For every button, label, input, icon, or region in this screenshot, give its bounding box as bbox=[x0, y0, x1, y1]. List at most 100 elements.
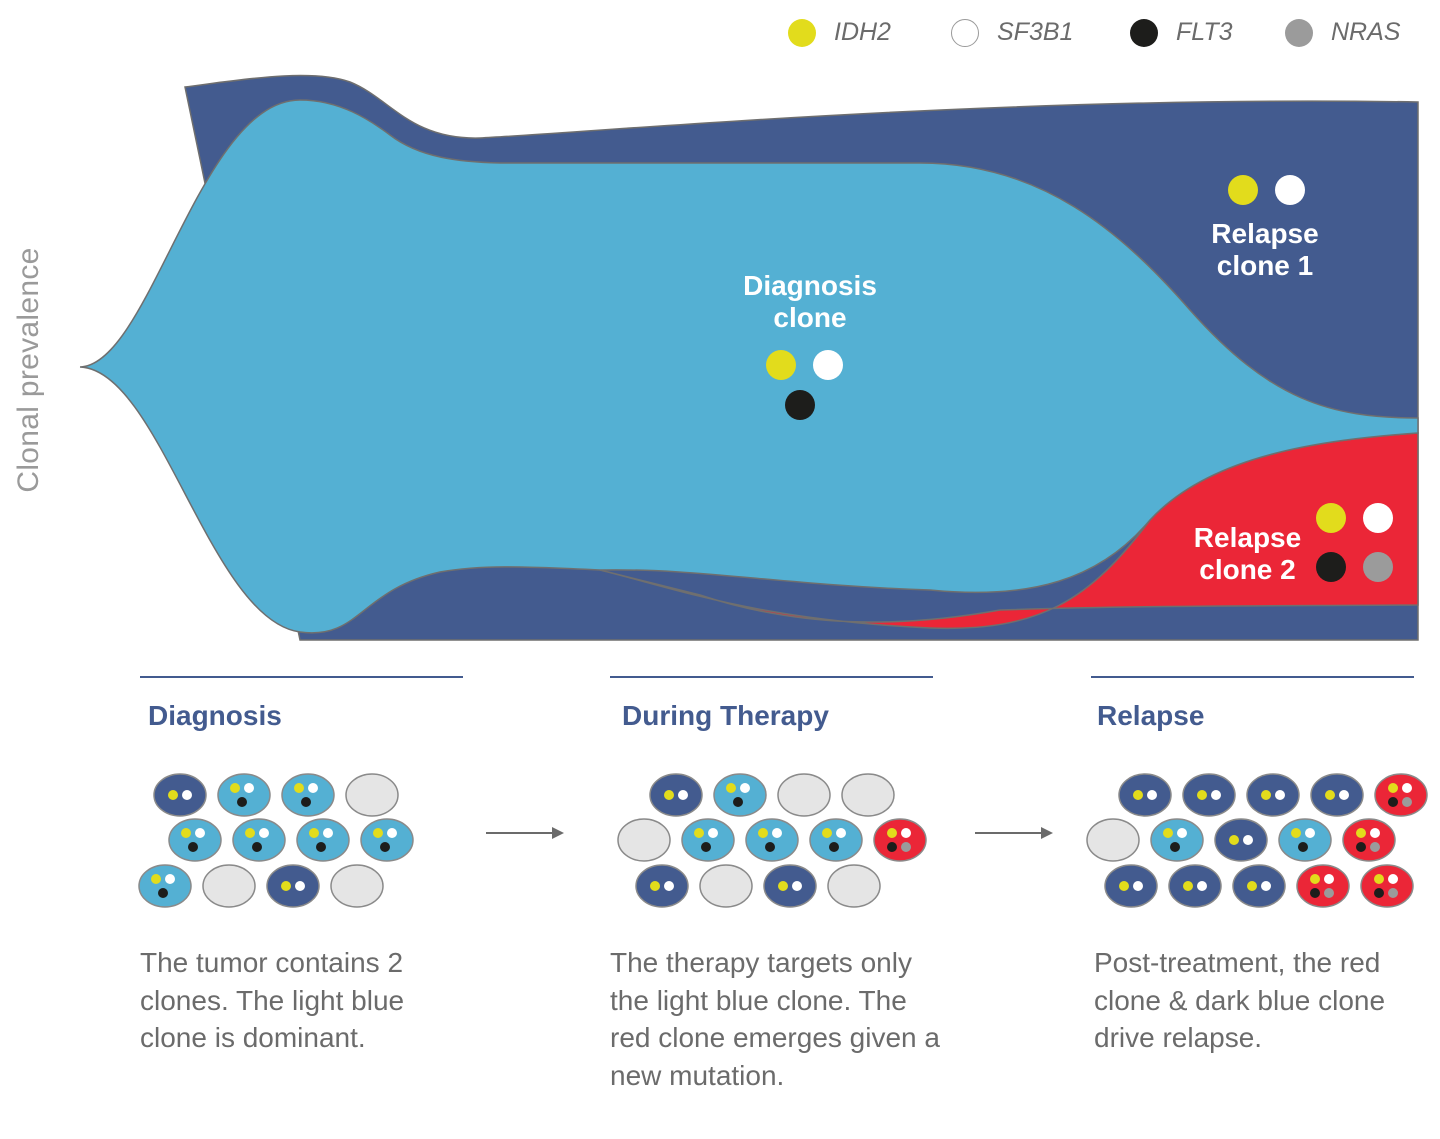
mutation-dot bbox=[244, 783, 254, 793]
dark-blue-cell bbox=[1182, 773, 1236, 817]
mutation-dot bbox=[1163, 828, 1173, 838]
sf3b1-mutation-icon bbox=[1275, 175, 1305, 205]
legend-label: FLT3 bbox=[1176, 18, 1233, 46]
mutation-dot bbox=[1370, 842, 1380, 852]
normal-cell bbox=[330, 864, 384, 908]
mutation-dot bbox=[1324, 874, 1334, 884]
mutation-dot bbox=[1211, 790, 1221, 800]
dark-blue-cell bbox=[1104, 864, 1158, 908]
dark-blue-cell bbox=[266, 864, 320, 908]
stage-description: The tumor contains 2 clones. The light b… bbox=[140, 947, 405, 1053]
arrow-icon bbox=[975, 827, 1053, 839]
mutation-dot bbox=[1388, 874, 1398, 884]
legend-label: SF3B1 bbox=[997, 18, 1074, 46]
red-cell bbox=[1296, 864, 1350, 908]
mutation-dot bbox=[792, 881, 802, 891]
mutation-dot bbox=[1243, 835, 1253, 845]
normal-cell bbox=[202, 864, 256, 908]
mutation-dot bbox=[387, 828, 397, 838]
diagnosis-clone-area bbox=[79, 99, 1419, 634]
black-circle-icon bbox=[1130, 19, 1158, 47]
red-cell bbox=[1374, 773, 1428, 817]
light-blue-cell bbox=[681, 818, 735, 862]
panel-divider bbox=[610, 676, 933, 678]
diagnosis-clone-label: Diagnosis clone bbox=[710, 270, 910, 334]
mutation-dot bbox=[1177, 828, 1187, 838]
normal-cell bbox=[1086, 818, 1140, 862]
flt3-mutation-icon bbox=[785, 390, 815, 420]
mutation-dot bbox=[1356, 828, 1366, 838]
mutation-dot bbox=[1275, 790, 1285, 800]
mutation-dot bbox=[758, 828, 768, 838]
panel-divider bbox=[1091, 676, 1414, 678]
dark-blue-cell bbox=[1246, 773, 1300, 817]
idh2-mutation-icon bbox=[1316, 503, 1346, 533]
mutation-dot bbox=[733, 797, 743, 807]
clone-label-line: Relapse bbox=[1211, 218, 1319, 249]
stage-description: The therapy targets only the light blue … bbox=[610, 947, 940, 1091]
dark-blue-cell bbox=[1118, 773, 1172, 817]
red-cell bbox=[1360, 864, 1414, 908]
mutation-dot bbox=[1197, 790, 1207, 800]
mutation-dot bbox=[1170, 842, 1180, 852]
mutation-dot bbox=[726, 783, 736, 793]
mutation-dot bbox=[822, 828, 832, 838]
dark-blue-cell bbox=[763, 864, 817, 908]
mutation-dot bbox=[650, 881, 660, 891]
mutation-dot bbox=[901, 842, 911, 852]
mutation-dot bbox=[701, 842, 711, 852]
light-blue-cell bbox=[713, 773, 767, 817]
yellow-circle-icon bbox=[788, 19, 816, 47]
legend-label: IDH2 bbox=[834, 18, 891, 46]
mutation-dot bbox=[836, 828, 846, 838]
mutation-dot bbox=[295, 881, 305, 891]
stage-title: During Therapy bbox=[622, 700, 829, 731]
y-axis-label: Clonal prevalence bbox=[12, 247, 45, 493]
mutation-dot bbox=[281, 881, 291, 891]
light-blue-cell bbox=[809, 818, 863, 862]
mutation-dot bbox=[664, 790, 674, 800]
mutation-dot bbox=[887, 842, 897, 852]
mutation-dot bbox=[309, 828, 319, 838]
mutation-dot bbox=[1133, 881, 1143, 891]
mutation-dot bbox=[373, 828, 383, 838]
panel-divider bbox=[140, 676, 463, 678]
normal-cell bbox=[777, 773, 831, 817]
mutation-dot bbox=[1339, 790, 1349, 800]
clone-label-line: Diagnosis bbox=[743, 270, 877, 301]
sf3b1-mutation-icon bbox=[1363, 503, 1393, 533]
mutation-dot bbox=[237, 797, 247, 807]
dark-blue-cell bbox=[649, 773, 703, 817]
mutation-dot bbox=[901, 828, 911, 838]
mutation-dot bbox=[151, 874, 161, 884]
mutation-dot bbox=[778, 881, 788, 891]
dark-blue-cell bbox=[1232, 864, 1286, 908]
mutation-dot bbox=[1261, 790, 1271, 800]
clone-label-line: clone 2 bbox=[1199, 554, 1296, 585]
mutation-dot bbox=[181, 828, 191, 838]
dark-blue-cell bbox=[153, 773, 207, 817]
mutation-dot bbox=[188, 842, 198, 852]
mutation-dot bbox=[252, 842, 262, 852]
flt3-mutation-icon bbox=[1316, 552, 1346, 582]
light-blue-cell bbox=[296, 818, 350, 862]
relapse-clone-1-label: Relapse clone 1 bbox=[1175, 218, 1355, 282]
arrow-icon bbox=[486, 827, 564, 839]
sf3b1-mutation-icon bbox=[813, 350, 843, 380]
mutation-dot bbox=[230, 783, 240, 793]
mutation-dot bbox=[678, 790, 688, 800]
mutation-dot bbox=[1305, 828, 1315, 838]
mutation-dot bbox=[259, 828, 269, 838]
mutation-dot bbox=[1229, 835, 1239, 845]
mutation-dot bbox=[1291, 828, 1301, 838]
clone-label-line: clone bbox=[773, 302, 847, 333]
dark-blue-cell bbox=[1214, 818, 1268, 862]
normal-cell bbox=[617, 818, 671, 862]
mutation-dot bbox=[168, 790, 178, 800]
relapse-clone-2-label: Relapse clone 2 bbox=[1160, 522, 1335, 586]
light-blue-cell bbox=[217, 773, 271, 817]
light-blue-cell bbox=[360, 818, 414, 862]
clone-label-line: clone 1 bbox=[1216, 250, 1314, 281]
stage-title: Relapse bbox=[1097, 700, 1205, 731]
light-blue-cell bbox=[168, 818, 222, 862]
